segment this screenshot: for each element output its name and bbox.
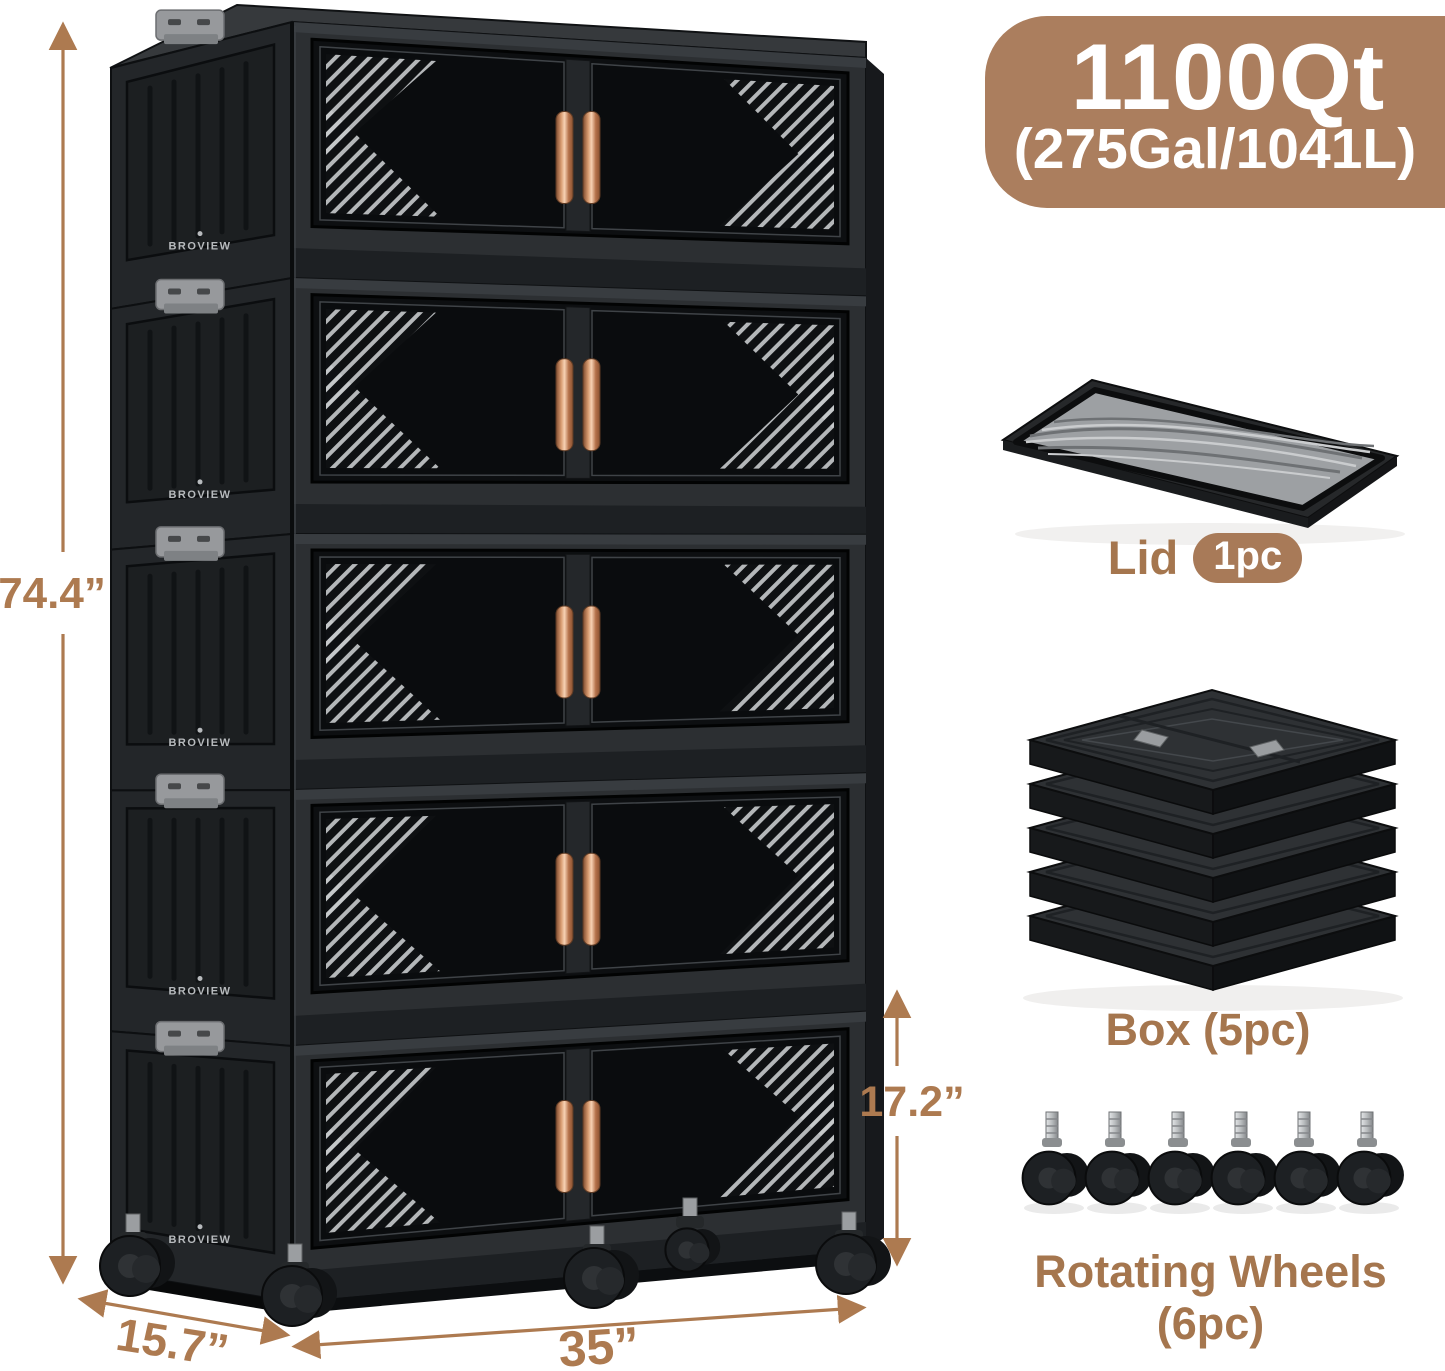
copper-door-handle <box>555 1099 574 1193</box>
box-label: Box (5pc) <box>1105 1004 1311 1055</box>
storage-box-unit <box>291 772 867 1048</box>
caster-wheel <box>1273 1111 1341 1206</box>
corner-hatch-decor <box>326 1124 440 1233</box>
wheels-illustration <box>1021 1111 1404 1214</box>
storage-cabinet: BROVIEW BROVIEW BROVIEW BROVIEW BROVIEW <box>99 3 891 1327</box>
storage-box-side: BROVIEW <box>110 526 293 792</box>
cabinet-right-edge <box>866 58 884 1250</box>
copper-door-handle <box>582 358 601 452</box>
copper-door-handle <box>582 852 601 946</box>
copper-door-handle <box>555 605 574 699</box>
corner-hatch-decor <box>724 564 834 669</box>
unit-height-dimension-label: 17.2” <box>859 1078 964 1126</box>
storage-box-side: BROVIEW <box>110 9 293 310</box>
caster-wheel <box>1021 1111 1089 1206</box>
folded-box-stack-illustration <box>1023 688 1403 1011</box>
depth-dimension-label: 15.7” <box>113 1308 232 1371</box>
depth-arrow <box>77 1289 291 1345</box>
corner-hatch-decor <box>720 600 834 712</box>
caster-wheel <box>664 1197 721 1273</box>
folded-box-layer <box>1026 688 1399 815</box>
latch-clip <box>1249 739 1285 758</box>
capacity-subtitle: (275Gal/1041L) <box>1013 117 1417 182</box>
caster-wheel <box>1336 1111 1404 1206</box>
copper-door-handle <box>555 852 574 946</box>
corner-hatch-decor <box>720 1078 834 1198</box>
corner-hatch-decor <box>720 121 834 230</box>
caster-wheel <box>99 1213 175 1297</box>
brand-logo: BROVIEW <box>168 737 231 749</box>
latch-clip <box>1133 729 1169 748</box>
lid-label-row: Lid 1pc <box>1080 530 1330 585</box>
capacity-title: 1100Qt <box>1070 24 1386 129</box>
storage-box-side: BROVIEW <box>110 1020 293 1304</box>
height-dimension-label: 74.4” <box>0 569 106 618</box>
copper-door-handle <box>582 111 601 205</box>
caster-wheel <box>1210 1111 1278 1206</box>
caster-wheel <box>815 1211 891 1295</box>
corner-hatch-decor <box>720 360 834 469</box>
latch-clip <box>155 1020 225 1056</box>
corner-hatch-decor <box>326 615 440 723</box>
lid-label: Lid <box>1107 531 1179 584</box>
brand-logo: BROVIEW <box>168 1234 231 1246</box>
storage-box-unit <box>291 532 867 792</box>
width-dimension-label: 35” <box>557 1316 641 1371</box>
corner-hatch-decor <box>326 870 440 978</box>
storage-box-side: BROVIEW <box>110 276 293 551</box>
dimension-annotations: 74.4” 17.2” 15.7” 35” <box>0 21 965 1371</box>
corner-hatch-decor <box>720 839 834 955</box>
latch-clip <box>155 773 225 809</box>
storage-box-side: BROVIEW <box>110 773 293 1048</box>
copper-door-handle <box>582 605 601 699</box>
copper-door-handle <box>555 358 574 452</box>
caster-wheel <box>1084 1111 1152 1206</box>
brand-logo: BROVIEW <box>168 985 231 997</box>
copper-door-handle <box>582 1099 601 1193</box>
storage-box-unit <box>291 1010 867 1304</box>
corner-hatch-decor <box>326 815 436 923</box>
lid-illustration <box>1000 378 1405 545</box>
caster-wheel <box>1147 1111 1215 1206</box>
wheels-label: Rotating Wheels (6pc) <box>1034 1246 1387 1349</box>
corner-hatch-decor <box>326 105 440 217</box>
latch-clip <box>155 526 225 561</box>
caster-wheel <box>563 1225 639 1309</box>
capacity-badge: 1100Qt (275Gal/1041L) <box>985 16 1445 208</box>
storage-box-unit <box>291 276 867 536</box>
latch-clip <box>155 278 225 314</box>
corner-hatch-decor <box>326 360 440 469</box>
storage-box-unit <box>291 20 867 298</box>
latch-clip <box>155 9 225 45</box>
width-arrow <box>291 1295 867 1359</box>
lid-count-badge: 1pc <box>1193 532 1303 583</box>
brand-logo: BROVIEW <box>168 489 231 501</box>
copper-door-handle <box>555 111 574 205</box>
brand-logo: BROVIEW <box>168 241 231 253</box>
